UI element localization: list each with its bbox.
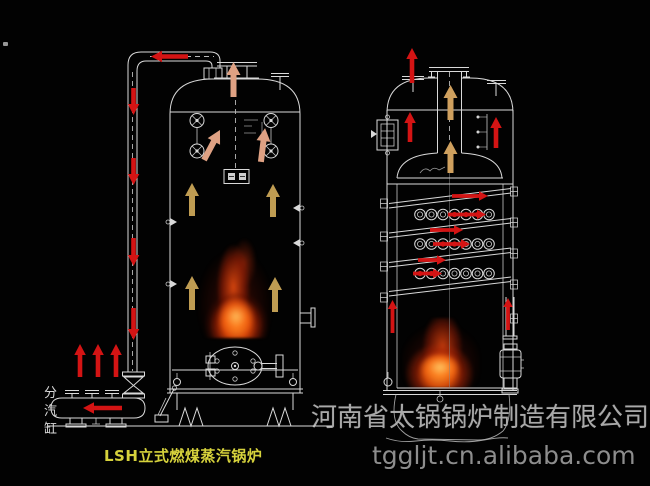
flame-core-icon: [214, 290, 258, 334]
watermark-website-url: tggljt.cn.alibaba.com: [372, 441, 636, 470]
tiny-annotation-marks: [244, 119, 263, 138]
steam-pipe: [127, 51, 221, 372]
side-pipe-stub: [300, 307, 316, 328]
furnace-crown: [387, 152, 513, 185]
watermark-company-name: 河南省太锅锅炉制造有限公司: [311, 403, 650, 433]
tube-bank-baffles: [388, 188, 512, 297]
downcomer-pump: [499, 297, 524, 394]
base-fitting: [383, 377, 393, 387]
left-boiler: [154, 62, 316, 428]
steam-header-label-char: 分: [43, 386, 57, 401]
grate-lever: [154, 385, 178, 423]
shell-bolt-fittings: [380, 186, 518, 324]
pipe-gate-valve: [122, 371, 145, 399]
nameplate-box: [223, 169, 250, 184]
fire-door: [205, 346, 284, 386]
steam-header-label-char: 汽: [43, 404, 57, 419]
foundation-pit: [385, 394, 511, 443]
steam-header-cylinder: [50, 390, 146, 428]
steam-header-label-char: 缸: [43, 422, 57, 437]
steam-header-label: 分 汽 缸: [42, 385, 59, 439]
water-level-gauge: [476, 114, 488, 150]
product-caption: LSH立式燃煤蒸汽锅炉: [104, 447, 263, 465]
sight-glass-device: [371, 114, 399, 156]
right-boiler-section: [371, 67, 524, 443]
corner-artifact: [3, 42, 8, 46]
flow-arrows: [74, 48, 513, 414]
flame-core-icon: [418, 348, 464, 380]
dome-valve-stem: [271, 73, 289, 90]
shell-bolt-fittings: [165, 204, 305, 386]
